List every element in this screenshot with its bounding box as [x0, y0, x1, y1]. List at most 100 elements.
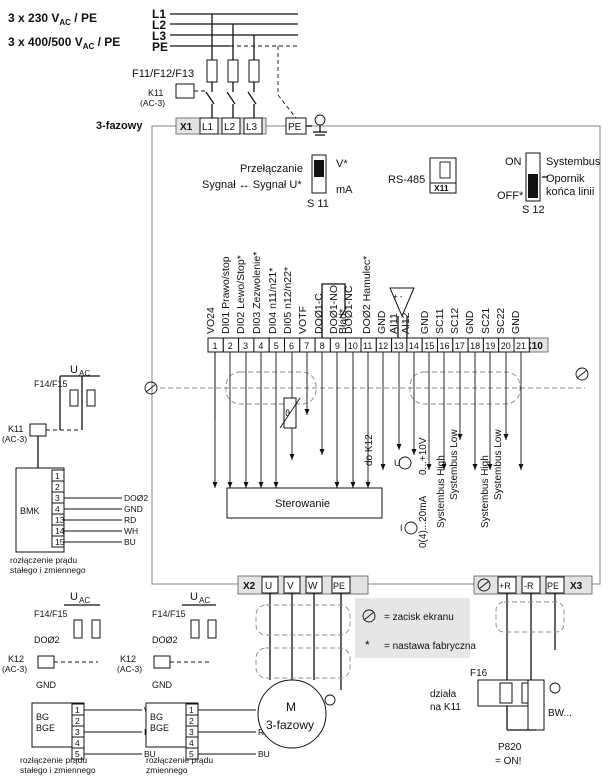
x10-terminal-number: 15 — [424, 341, 434, 351]
svg-text:DOØ2: DOØ2 — [152, 635, 178, 645]
sterowanie-label: Sterowanie — [275, 498, 330, 510]
bg-block-right: U AC F14/F15 DOØ2 K12 (AC-3) GND BG BGE … — [117, 591, 272, 775]
svg-text:K12: K12 — [120, 654, 136, 664]
svg-text:= ON!: = ON! — [495, 756, 521, 767]
svg-text:S 11: S 11 — [307, 198, 329, 210]
x10-label: GND — [510, 310, 522, 334]
svg-text:PE: PE — [547, 581, 559, 591]
svg-text:+R: +R — [499, 581, 511, 591]
x10-terminal-number: 13 — [394, 341, 404, 351]
svg-text:F14/F15: F14/F15 — [34, 379, 68, 389]
x2-terminal: X2 U V W PE — [237, 575, 369, 690]
legend-star: * — [365, 638, 370, 652]
svg-text:U: U — [394, 458, 401, 468]
svg-text:3: 3 — [75, 727, 80, 737]
sterowanie-box — [226, 487, 383, 519]
x10-terminal-number: 9 — [335, 341, 340, 351]
x10-terminal-number: 8 — [320, 341, 325, 351]
supply-lines: L1 L2 L3 PE — [152, 7, 298, 54]
svg-text:13: 13 — [55, 515, 65, 525]
svg-text:2: 2 — [189, 716, 194, 726]
svg-text:1: 1 — [75, 705, 80, 715]
k11-top-sub: (AC-3) — [140, 98, 165, 108]
x10-terminal-number: 10 — [348, 341, 358, 351]
svg-text:RS-485: RS-485 — [388, 174, 425, 186]
svg-text:S 12: S 12 — [522, 204, 545, 216]
legend: = zacisk ekranu * = nastawa fabryczna — [355, 598, 476, 658]
svg-text:rozłączenie prądu: rozłączenie prądu — [10, 555, 77, 565]
x1-terminal: X1 L1 L2 L3 PE — [175, 114, 327, 136]
svg-text:ϑ: ϑ — [285, 408, 290, 418]
line-l1: L1 — [152, 7, 166, 21]
svg-text:+ -: + - — [393, 292, 403, 301]
svg-text:BMK: BMK — [20, 506, 40, 516]
x10-label: VOTF — [297, 306, 309, 334]
x10-terminal-number: 7 — [304, 341, 309, 351]
svg-text:DOØ2: DOØ2 — [124, 493, 148, 503]
x10-terminal-number: 6 — [289, 341, 294, 351]
svg-text:3: 3 — [55, 493, 60, 503]
svg-text:2: 2 — [75, 716, 80, 726]
k11-top-label: K11 — [148, 88, 163, 98]
svg-text:Opornik: Opornik — [546, 173, 585, 185]
x10-label: AI11 — [388, 313, 400, 334]
svg-text:GND: GND — [124, 504, 143, 514]
x10-terminal-number: 14 — [409, 341, 419, 351]
supply-230: 3 x 230 VAC / PE — [8, 11, 97, 27]
x10-label: DOØ1-NC — [343, 285, 355, 334]
fuses-main-label: F11/F12/F13 — [132, 68, 194, 80]
x10-label: VO24 — [205, 307, 217, 334]
x10-terminal-number: 16 — [440, 341, 450, 351]
svg-text:na K11: na K11 — [430, 702, 461, 713]
svg-text:BU: BU — [144, 749, 156, 759]
svg-text:14: 14 — [55, 526, 65, 536]
svg-text:5: 5 — [189, 749, 194, 759]
svg-text:zmiennego: zmiennego — [146, 765, 188, 775]
svg-text:3: 3 — [189, 727, 194, 737]
svg-text:0(4)...20mA: 0(4)...20mA — [418, 495, 429, 548]
control-wires — [212, 352, 524, 488]
x10-terminal-number: 17 — [455, 341, 465, 351]
svg-text:(AC-3): (AC-3) — [2, 664, 27, 674]
thermistor: ϑ — [279, 397, 301, 429]
ground-icon — [314, 114, 326, 126]
svg-text:Systembus High: Systembus High — [480, 455, 491, 528]
line-l3: L3 — [152, 29, 166, 43]
x3-terminal: +R -R PE X3 — [473, 575, 593, 680]
supply-400: 3 x 400/500 VAC / PE — [8, 35, 120, 51]
x10-label: SC22 — [495, 308, 507, 334]
x10-terminal-21 — [513, 337, 530, 353]
x10-label: SC11 — [434, 308, 446, 334]
x10-terminal-number: 18 — [470, 341, 480, 351]
rs485-port: RS-485 X11 — [388, 157, 457, 194]
x10-label: GND — [464, 310, 476, 334]
inverter-frame — [151, 125, 601, 585]
svg-text:F14/F15: F14/F15 — [34, 609, 68, 619]
line-l2: L2 — [152, 18, 166, 32]
svg-text:-R: -R — [524, 581, 534, 591]
svg-text:rozłączenie prądu: rozłączenie prądu — [20, 755, 87, 765]
analog-inputs: U 0...+10V I 0(4)...20mA — [394, 437, 429, 548]
x10-label: Błąd* — [337, 309, 349, 334]
x10-terminal-number: 5 — [274, 341, 279, 351]
svg-text:X1: X1 — [180, 122, 193, 133]
bmk-block: U AC F14/F15 K11 (AC-3) BMK 1234131415DO… — [2, 364, 148, 575]
svg-text:Sygnał ↔ Sygnał U*: Sygnał ↔ Sygnał U* — [202, 179, 302, 191]
x10-label: DI02 Lewo/Stop* — [235, 255, 247, 334]
svg-text:BGE: BGE — [36, 723, 55, 733]
svg-text:U: U — [70, 591, 78, 603]
x10-label: DI05 n12/n22* — [282, 267, 294, 334]
svg-text:PE: PE — [333, 581, 345, 591]
x10-terminal-number: 4 — [258, 341, 263, 351]
x10-label: GND — [419, 310, 431, 334]
svg-text:U: U — [70, 364, 78, 376]
x10-label: DOØ1-C — [313, 293, 325, 334]
systembus-labels: Systembus High Systembus Low Systembus H… — [436, 429, 504, 528]
svg-text:1: 1 — [55, 471, 60, 481]
switch-s12: ON OFF* Systembus Opornik końca linii S … — [497, 152, 601, 216]
x10-terminal-number: 2 — [228, 341, 233, 351]
x10-label: DOØ2 Hamulec* — [361, 256, 373, 334]
svg-text:L3: L3 — [246, 122, 258, 133]
svg-text:X3: X3 — [570, 581, 583, 592]
svg-text:M: M — [286, 700, 296, 714]
